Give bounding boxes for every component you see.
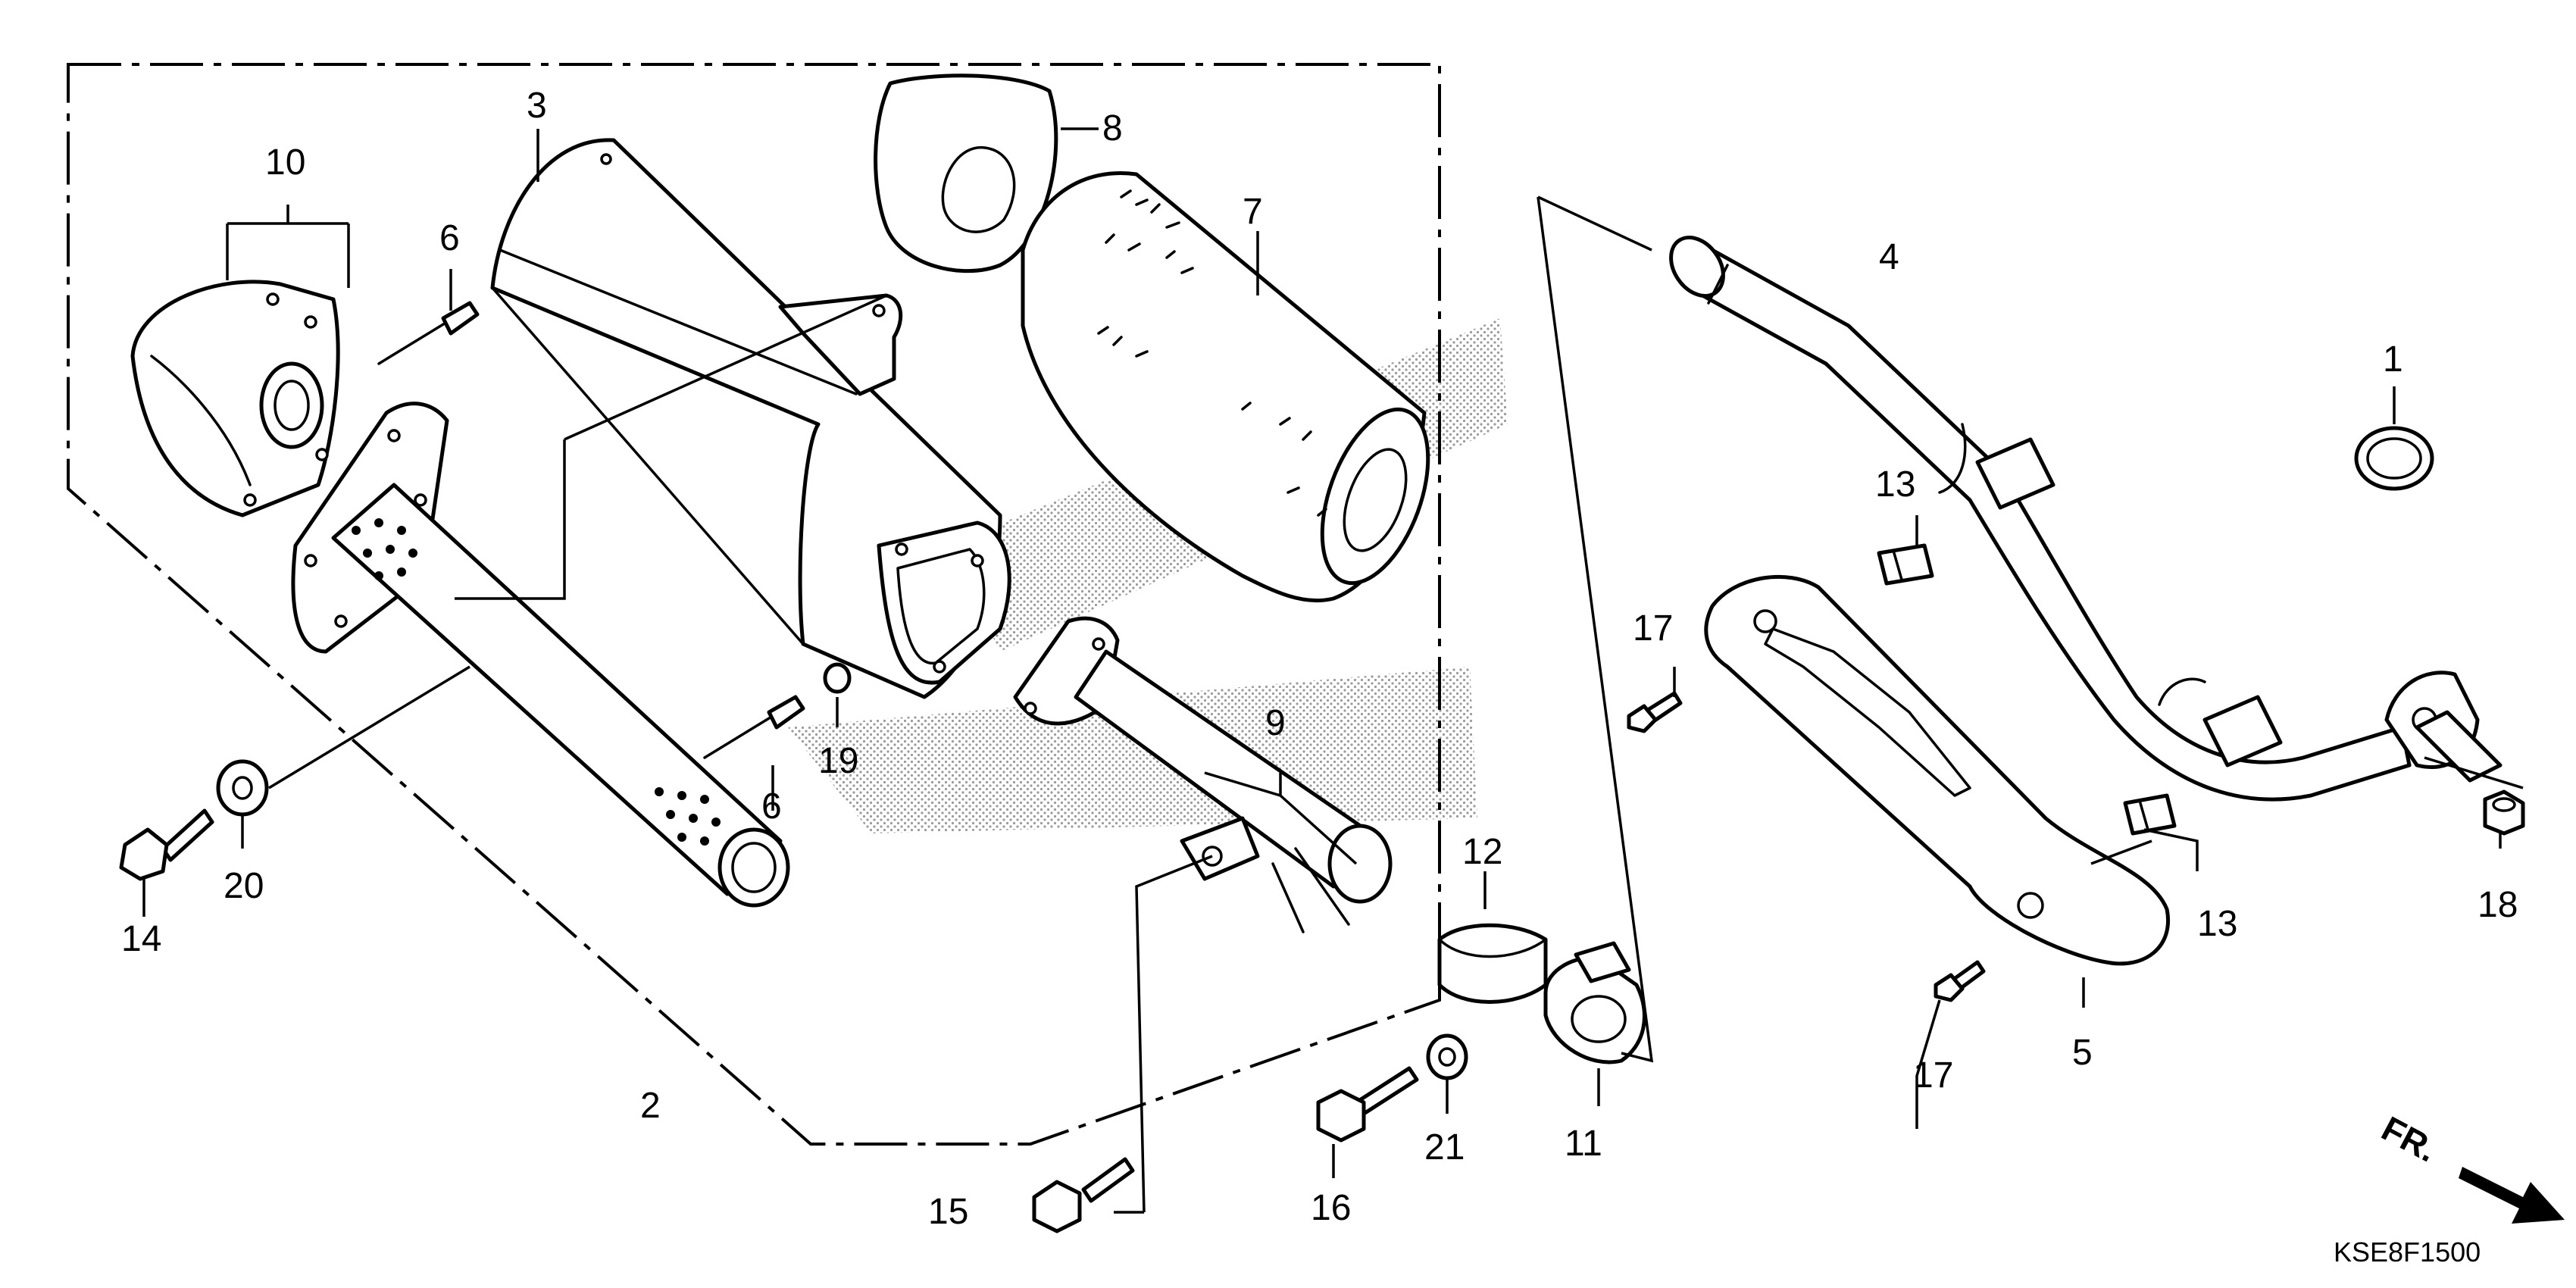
callout-14: 14 — [121, 919, 161, 959]
callout-5: 5 — [2072, 1033, 2093, 1073]
bolt-16 — [1316, 1066, 1419, 1143]
callout-7: 7 — [1243, 192, 1263, 232]
callout-16: 16 — [1311, 1188, 1351, 1228]
clip-13-upper — [1877, 543, 1934, 586]
front-direction-indicator: FR. — [2375, 1108, 2565, 1224]
callout-3: 3 — [527, 86, 547, 126]
washer-19 — [823, 662, 852, 694]
callout-8: 8 — [1102, 108, 1123, 148]
diagram-code: KSE8F1500 — [2334, 1236, 2481, 1268]
bolt-14 — [119, 808, 214, 881]
callout-13-lower: 13 — [2197, 904, 2237, 944]
rivet-lower — [703, 695, 805, 759]
leader-lines — [142, 127, 2524, 1214]
rivet-upper — [377, 301, 480, 365]
screw-17-upper — [1627, 691, 1683, 733]
callout-17-upper: 17 — [1633, 608, 1673, 649]
callout-12: 12 — [1462, 832, 1502, 872]
callout-1: 1 — [2383, 339, 2403, 380]
inner-pipe — [331, 483, 790, 908]
callout-13-upper: 13 — [1875, 464, 1915, 505]
foam-ring — [874, 73, 1058, 274]
inlet-pipe — [1013, 616, 1393, 933]
callout-19: 19 — [818, 741, 858, 781]
front-arrow-icon — [2459, 1167, 2565, 1224]
exhaust-clamp — [1543, 941, 1646, 1064]
end-cap — [130, 280, 340, 517]
gasket-sleeve — [1437, 923, 1548, 1004]
exhaust-gasket — [2354, 426, 2434, 491]
front-direction-label: FR. — [2375, 1108, 2443, 1170]
callout-labels: 1 2 3 4 5 6 6 7 8 9 10 11 12 13 13 14 15… — [121, 86, 2518, 1232]
callout-6-lower: 6 — [761, 786, 782, 827]
callout-9: 9 — [1265, 703, 1286, 743]
callout-15: 15 — [928, 1192, 968, 1232]
callout-2: 2 — [640, 1086, 661, 1126]
nut-18 — [2483, 789, 2525, 836]
callout-20: 20 — [224, 866, 264, 906]
bolt-15 — [1032, 1157, 1135, 1233]
clip-13-lower — [2123, 793, 2177, 836]
muffler-shell — [490, 138, 1011, 699]
exhaust-header-pipe — [1669, 236, 2503, 802]
washer-20 — [216, 759, 269, 817]
callout-4: 4 — [1879, 237, 1899, 277]
callout-21: 21 — [1424, 1127, 1465, 1168]
screw-17-lower — [1934, 960, 1986, 1002]
callout-17-lower: 17 — [1913, 1055, 1953, 1096]
washer-21 — [1426, 1033, 1468, 1080]
packing-wrap — [1021, 171, 1430, 603]
muffler-assembly-outline — [67, 63, 1441, 1146]
callout-10: 10 — [265, 142, 305, 183]
callout-11: 11 — [1565, 1124, 1602, 1164]
callout-6-upper: 6 — [439, 218, 460, 258]
callout-18: 18 — [2478, 885, 2518, 925]
heat-guard — [1704, 574, 2170, 966]
